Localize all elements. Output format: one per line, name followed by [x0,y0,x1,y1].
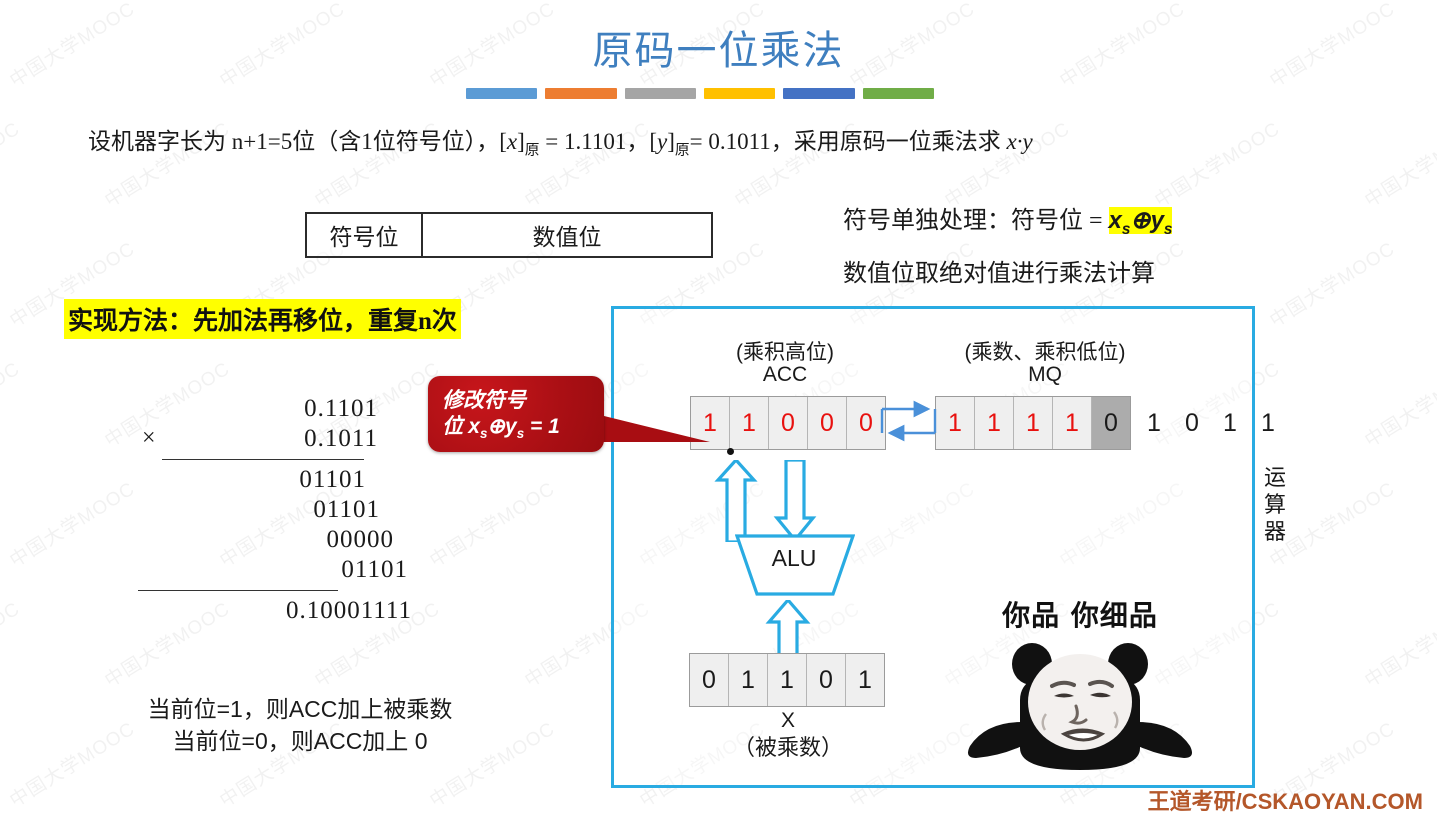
acc-rules-note: 当前位=1，则ACC加上被乘数 当前位=0，则ACC加上 0 [100,693,500,757]
acc-bit-1: 1 [730,397,769,449]
alu-acc-block-arrows [714,460,817,542]
watermark-text: 中国大学MOOC [1361,598,1437,693]
acc-caption: (乘积高位) [736,341,834,364]
sign-handling-prefix: 符号单独处理：符号位 = [843,208,1109,234]
mq-extra-bit-3: 1 [1261,409,1275,437]
mq-caption: (乘数、乘积低位) [964,341,1126,364]
x-register-labels: X （被乘数） [689,707,887,763]
callout-line2: 位 xs⊕ys = 1 [442,413,604,443]
x-register-caption: （被乘数） [732,735,843,761]
divider-upper [162,459,364,460]
title-bar-1 [545,88,617,99]
subtitle-sub-yuan1: 原 [524,142,540,159]
page-title: 原码一位乘法 [592,28,845,73]
partial-product-1: 01101 [299,466,366,493]
x-register-title: X [780,709,795,732]
callout-tail [596,414,710,442]
watermark-text: 中国大学MOOC [0,118,24,213]
mq-extra-bit-0: 1 [1147,409,1161,437]
sign-handling-formula: xs⊕ys [1108,207,1173,238]
callout-text: 修改符号 位 xs⊕ys = 1 [428,376,604,443]
mq-bit-2: 1 [1014,397,1053,449]
x-bit-4: 1 [846,654,884,706]
callout-line1: 修改符号 [442,388,526,412]
subtitle-x: x [506,129,518,154]
mq-discarded-bits: 1 0 1 1 [1135,409,1287,438]
watermark-text: 中国大学MOOC [6,478,139,573]
magnitude-note: 数值位取绝对值进行乘法计算 [843,261,1155,287]
partial-product-4: 01101 [341,556,408,583]
mq-bit-1: 1 [975,397,1014,449]
acc-rule-line1: 当前位=1，则ACC加上被乘数 [147,696,453,722]
title-bar-0 [466,88,538,99]
title-bar-5 [862,88,934,99]
acc-title: ACC [762,363,808,386]
mq-extra-bit-2: 1 [1223,409,1237,437]
datapath-box [611,306,1255,788]
footer-watermark: 王道考研/CSKAOYAN.COM [1147,789,1423,814]
subtitle-expr: x·y [1006,129,1033,154]
watermark-text: 中国大学MOOC [1361,118,1437,213]
subtitle-part1: 设机器字长为 n+1=5位（含1位符号位），[ [88,129,507,154]
multiplier: 0.1011 [304,425,378,452]
x-bit-2: 1 [768,654,807,706]
multiply-operator: × [142,425,157,451]
acc-register: 1 1 0 0 0 [690,396,886,450]
panda-meme-text: 你品 你细品 [1002,599,1158,632]
callout-line2-prefix: 位 [442,414,469,439]
acc-bit-4: 0 [847,397,885,449]
sign-modify-callout: 修改符号 位 xs⊕ys = 1 [428,376,604,452]
alu-shape [735,534,855,596]
partial-product-3: 00000 [326,526,394,553]
x-bit-1: 1 [729,654,768,706]
acc-bit-2: 0 [769,397,808,449]
mq-bit-0: 1 [936,397,975,449]
bitfield-value-cell: 数值位 [532,225,602,250]
watermark-text: 中国大学MOOC [1361,358,1437,453]
x-register: 0 1 1 0 1 [689,653,885,707]
panda-meme [960,592,1200,778]
watermark-text: 中国大学MOOC [426,478,559,573]
title-accent-bars [466,88,934,100]
mq-bit-3: 1 [1053,397,1092,449]
mq-shifted-out-bit: 0 [1092,397,1130,449]
panda-meme-image [968,643,1192,770]
watermark-text: 中国大学MOOC [0,358,24,453]
acc-rule-line2: 当前位=0，则ACC加上 0 [172,728,428,755]
multiplication-result: 0.10001111 [286,597,412,624]
x-bit-0: 0 [690,654,729,706]
long-multiplication: 0.1101 × 0.1011 01101 01101 00000 01101 … [130,395,420,627]
subtitle-y: y [657,129,668,154]
acc-bit-3: 0 [808,397,847,449]
mq-extra-bit-1: 0 [1185,409,1199,437]
mq-title: MQ [1028,363,1062,386]
bitfield-table: 符号位 数值位 [305,212,713,258]
subtitle-eq1: = 1.1101，[ [539,129,658,154]
title-bar-3 [703,88,776,99]
multiplicand: 0.1101 [304,395,378,422]
binary-point-marker [727,448,734,455]
watermark-text: 中国大学MOOC [0,598,24,693]
x-bit-3: 0 [807,654,846,706]
bitfield-sign-cell: 符号位 [307,214,423,256]
subtitle-eq2: = 0.1011，采用原码一位乘法求 [689,129,1007,154]
sign-handling-note: 符号单独处理：符号位 = xs⊕ys [843,200,1173,239]
datapath-unit-label: 运算器 [1263,465,1286,544]
method-highlight-note: 实现方法：先加法再移位，重复n次 [64,299,461,339]
callout-formula: xs⊕ys = 1 [468,415,560,442]
x-to-alu-arrow [765,600,811,658]
divider-lower [138,590,338,591]
mq-register: 1 1 1 1 0 [935,396,1131,450]
alu-label: ALU [771,545,817,571]
problem-statement: 设机器字长为 n+1=5位（含1位符号位），[x]原 = 1.1101，[y]原… [88,129,1033,159]
partial-product-2: 01101 [313,496,380,523]
subtitle-sub-yuan2: 原 [674,142,690,159]
watermark-text: 中国大学MOOC [1266,238,1399,333]
title-bar-4 [783,88,855,99]
title-bar-2 [624,88,696,99]
acc-mq-transfer-arrows [880,400,937,442]
